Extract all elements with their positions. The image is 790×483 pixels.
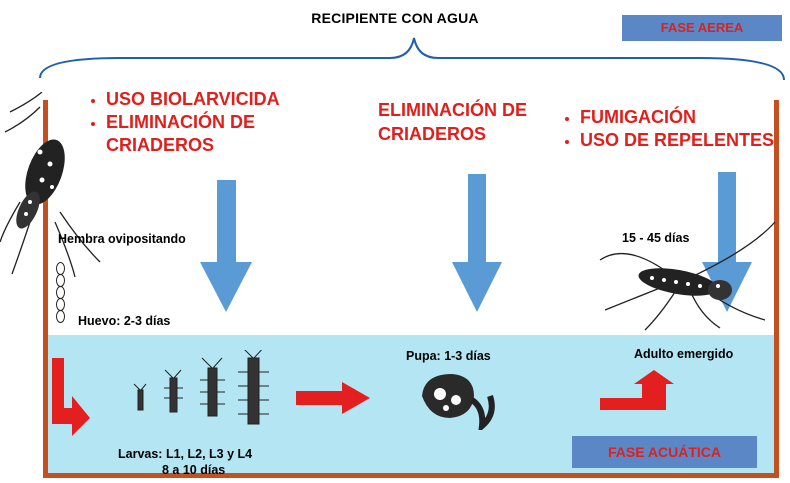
larvas-dias-label: 8 a 10 días <box>162 463 226 477</box>
down-arrow-icon <box>452 174 502 312</box>
left-control-item: ELIMINACIÓN DE CRIADEROS <box>106 111 286 157</box>
down-arrow-icon <box>200 180 252 312</box>
mosquito-icon <box>0 92 101 277</box>
turn-arrow-icon <box>600 370 674 410</box>
right-arrow-icon <box>296 382 370 414</box>
right-control-list: FUMIGACIÓN USO DE REPELENTES <box>556 106 774 152</box>
middle-control-text: ELIMINACIÓN DE CRIADEROS <box>378 100 528 144</box>
down-arrow-icon <box>702 172 752 312</box>
water-container <box>43 100 779 478</box>
egg-icon <box>54 262 68 332</box>
pupa-icon <box>422 374 495 430</box>
right-control-item: FUMIGACIÓN <box>580 106 774 129</box>
pupa-label: Pupa: 1-3 días <box>406 349 491 363</box>
huevo-label: Huevo: 2-3 días <box>78 314 171 328</box>
hembra-label: Hembra ovipositando <box>58 232 186 246</box>
larvas-label: Larvas: L1, L2, L3 y L4 <box>118 447 253 461</box>
mosquito-icon <box>599 221 776 331</box>
left-control-item: USO BIOLARVICIDA <box>106 88 286 111</box>
adulto-label: Adulto emergido <box>634 347 734 361</box>
left-control-list: USO BIOLARVICIDA ELIMINACIÓN DE CRIADERO… <box>82 88 286 157</box>
larva-icon <box>133 350 269 425</box>
right-control-item: USO DE REPELENTES <box>580 129 774 152</box>
adulto-dias-label: 15 - 45 días <box>622 231 690 245</box>
fase-aerea-label: FASE AEREA <box>622 15 782 41</box>
diagram-title: RECIPIENTE CON AGUA <box>311 10 479 26</box>
fase-acuatica-label: FASE ACUÁTICA <box>572 436 757 468</box>
turn-arrow-icon <box>52 358 90 436</box>
